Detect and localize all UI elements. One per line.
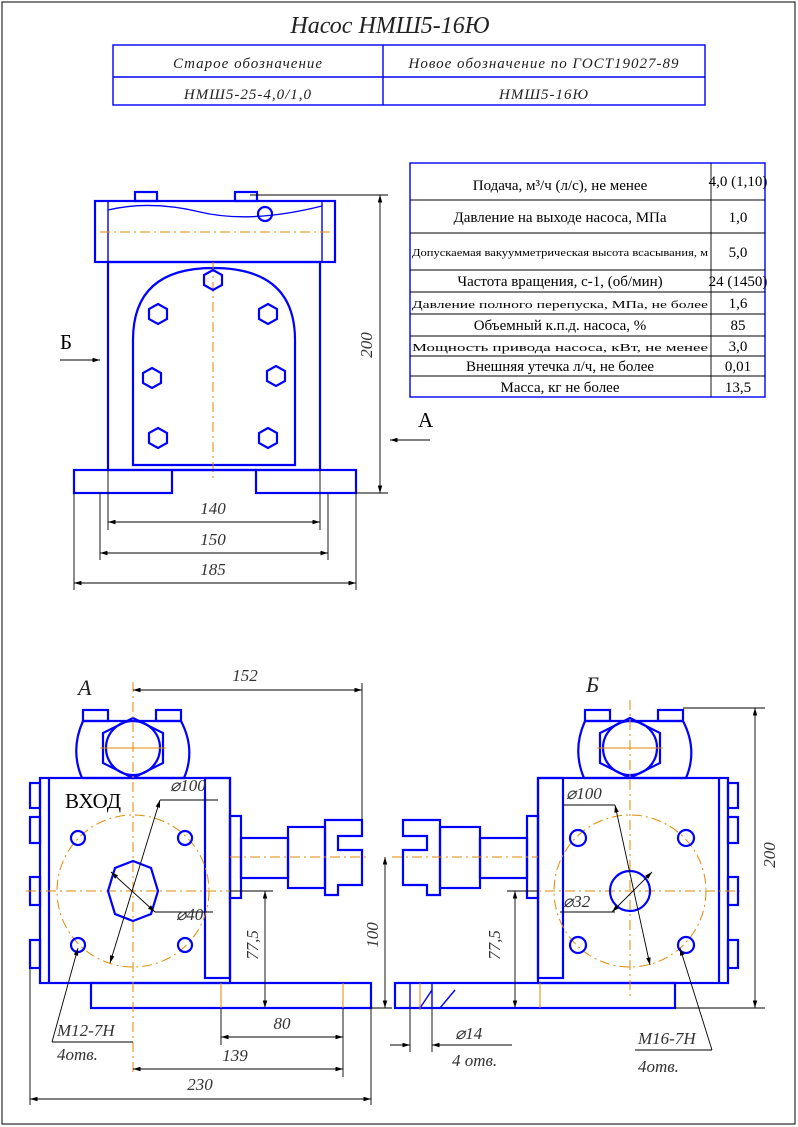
specs-table: Подача, м³/ч (л/с), не менее 4,0 (1,10) … xyxy=(409,162,768,398)
holes-count-a: 4отв. xyxy=(57,1045,98,1064)
dim-phi100-b: ⌀100 xyxy=(566,784,602,803)
spec-label-leakage: Внешняя утечка л/ч, не более xyxy=(466,359,654,375)
spec-label-power: Мощность привода насоса, кВт, не менее xyxy=(412,342,708,354)
old-designation-value: НМШ5-25-4,0/1,0 xyxy=(183,87,312,103)
view-a-label: А xyxy=(76,675,92,700)
dim-185: 185 xyxy=(200,560,226,579)
front-view: Б А 200 140 150 185 xyxy=(60,190,434,590)
spec-value-flow: 4,0 (1,10) xyxy=(709,174,768,190)
dim-152: 152 xyxy=(232,666,258,685)
spec-value-speed: 24 (1450) xyxy=(709,274,768,290)
view-b-label: Б xyxy=(585,672,599,697)
spec-value-power: 3,0 xyxy=(729,339,748,355)
drawing-title: Насос НМШ5-16Ю xyxy=(289,13,489,39)
spec-value-bypass: 1,6 xyxy=(729,296,748,312)
inlet-label: ВХОД xyxy=(65,789,121,813)
view-a: А ВХОД 152 ⌀100 xyxy=(26,666,392,1105)
spec-label-suction: Допускаемая вакуумметрическая высота вса… xyxy=(412,247,708,259)
spec-label-efficiency: Объемный к.п.д. насоса, % xyxy=(474,318,647,334)
spec-label-mass: Масса, кг не более xyxy=(500,380,619,396)
dim-150: 150 xyxy=(200,530,226,549)
thread-m12: M12-7H xyxy=(56,1021,116,1040)
old-designation-header: Старое обозначение xyxy=(173,56,323,72)
dim-200-b: 200 xyxy=(760,842,779,868)
dim-139: 139 xyxy=(222,1046,248,1065)
dim-phi40: ⌀40 xyxy=(176,905,204,924)
view-a-marker: А xyxy=(418,408,434,432)
holes-count-b: 4отв. xyxy=(638,1057,679,1076)
spec-value-leakage: 0,01 xyxy=(725,359,751,375)
view-b-marker: Б xyxy=(60,330,72,354)
dim-140: 140 xyxy=(200,499,226,518)
spec-value-suction: 5,0 xyxy=(729,245,748,261)
spec-value-pressure: 1,0 xyxy=(729,210,748,226)
spec-value-efficiency: 85 xyxy=(731,318,746,334)
dim-height-200: 200 xyxy=(357,332,376,358)
dim-77-5-b: 77,5 xyxy=(485,930,504,960)
dim-77-5-a: 77,5 xyxy=(243,930,262,960)
thread-m16: M16-7H xyxy=(637,1029,697,1048)
new-designation-header: Новое обозначение по ГОСТ19027-89 xyxy=(407,56,679,72)
spec-label-flow: Подача, м³/ч (л/с), не менее xyxy=(473,178,648,194)
dim-80: 80 xyxy=(274,1014,292,1033)
designation-table: Старое обозначение Новое обозначение по … xyxy=(112,44,706,106)
view-b: Б 200 ⌀10 xyxy=(390,672,779,1076)
dim-100: 100 xyxy=(363,922,382,948)
spec-label-bypass: Давление полного перепуска, МПа, не боле… xyxy=(412,299,708,311)
dim-phi100: ⌀100 xyxy=(170,776,206,795)
dim-phi14: ⌀14 xyxy=(455,1024,483,1043)
spec-label-pressure: Давление на выходе насоса, МПа xyxy=(453,210,666,226)
spec-label-speed: Частота вращения, с-1, (об/мин) xyxy=(457,274,662,290)
cover-bolts xyxy=(141,268,287,450)
dim-phi32: ⌀32 xyxy=(563,892,591,911)
holes-count-14: 4 отв. xyxy=(452,1051,497,1070)
dim-230: 230 xyxy=(187,1075,213,1094)
spec-value-mass: 13,5 xyxy=(725,380,751,396)
new-designation-value: НМШ5-16Ю xyxy=(498,87,589,103)
